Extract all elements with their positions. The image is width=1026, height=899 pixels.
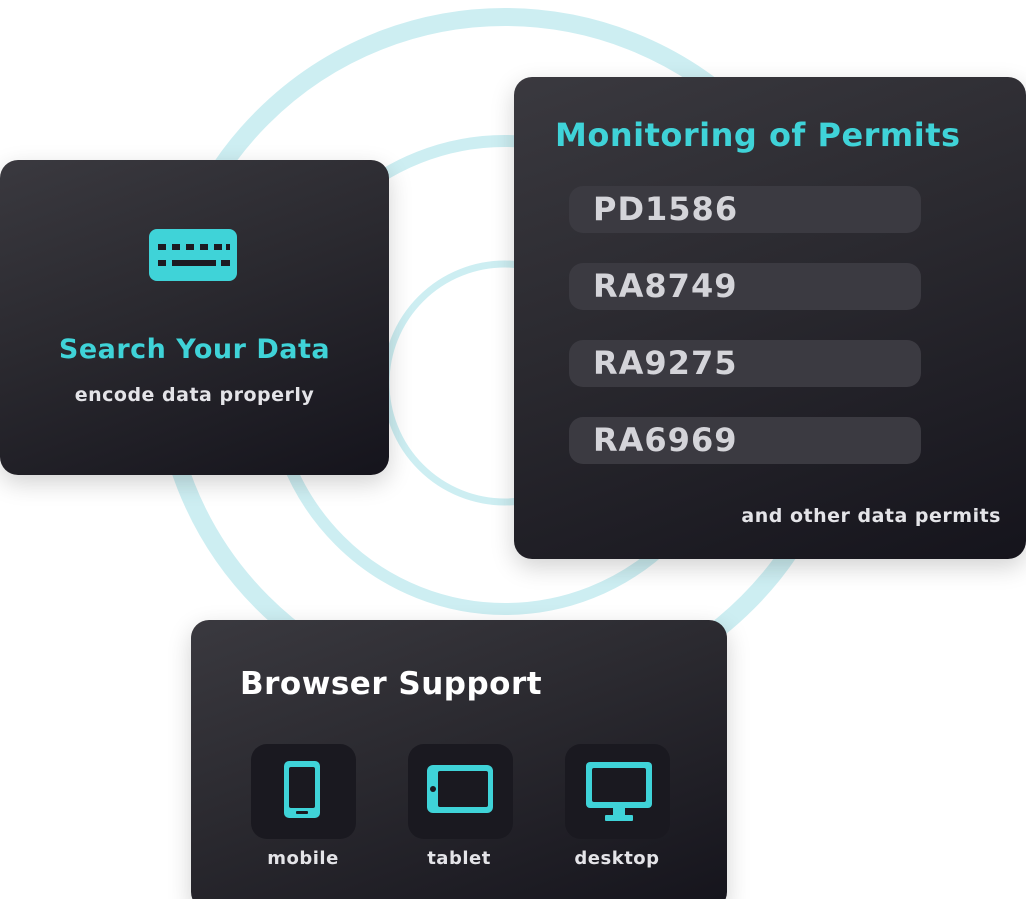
desktop-label: desktop [574,848,660,869]
tablet-tile[interactable] [408,744,513,839]
keyboard-icon [149,229,237,281]
search-card [0,160,389,475]
search-card-subtitle: encode data properly [74,384,315,406]
tablet-label: tablet [427,848,491,869]
mobile-label: mobile [267,848,339,869]
mobile-tile[interactable] [251,744,356,839]
permits-card-title: Monitoring of Permits [555,116,961,154]
permit-item[interactable]: PD1586 [569,186,921,233]
permits-card-footer: and other data permits [741,505,1001,527]
permit-item[interactable]: RA6969 [569,417,921,464]
tablet-icon [427,765,493,813]
smartphone-icon [284,761,320,818]
browser-support-title: Browser Support [240,666,543,702]
permit-item[interactable]: RA8749 [569,263,921,310]
desktop-monitor-icon [586,762,652,821]
permit-item[interactable]: RA9275 [569,340,921,387]
permits-card [514,77,1026,559]
search-card-title: Search Your Data [58,334,331,365]
desktop-tile[interactable] [565,744,670,839]
